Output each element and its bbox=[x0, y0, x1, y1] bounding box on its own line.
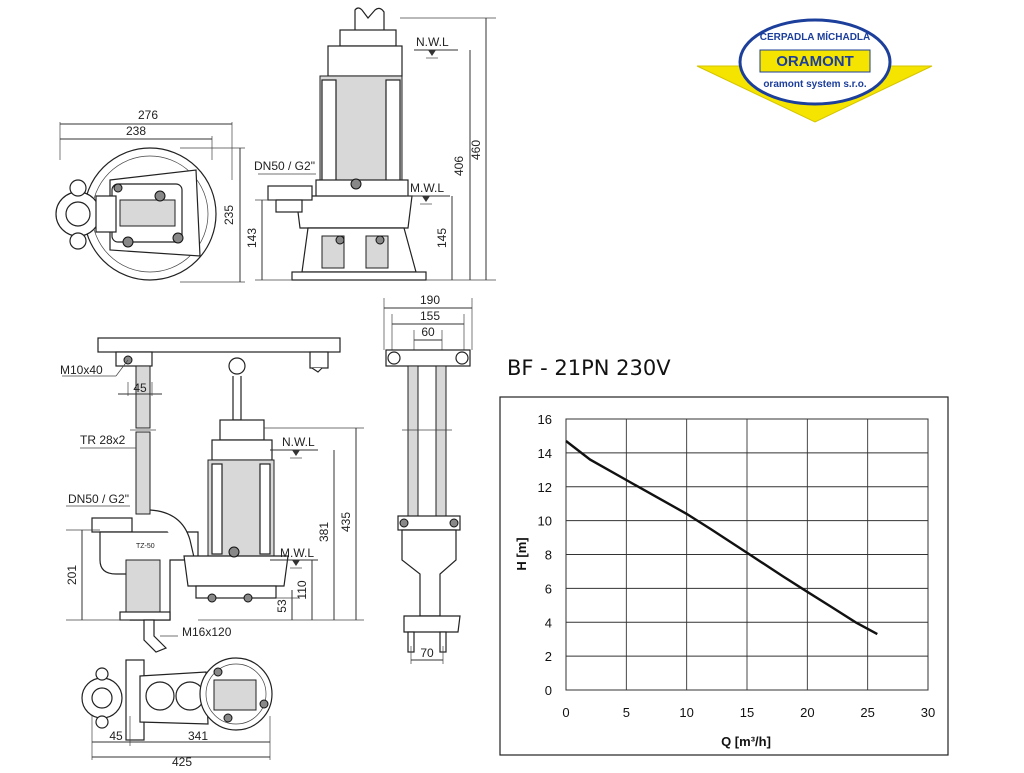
dim-145: 145 bbox=[435, 228, 449, 248]
top-view: 276 238 235 bbox=[55, 108, 245, 283]
x-tick-label: 10 bbox=[679, 705, 693, 720]
rail-mwl-label: M.W.L bbox=[280, 546, 314, 560]
dim-238: 238 bbox=[126, 124, 146, 138]
y-tick-label: 0 bbox=[545, 683, 552, 698]
rail-tr-label: TR 28x2 bbox=[80, 433, 126, 447]
rail-m10-label: M10x40 bbox=[60, 363, 103, 377]
dim-plan-45: 45 bbox=[109, 729, 123, 743]
rail-m16-label: M16x120 bbox=[182, 625, 232, 639]
side-nwl-label: N.W.L bbox=[416, 35, 449, 49]
x-tick-label: 20 bbox=[800, 705, 814, 720]
oramont-logo: ČERPADLA MÍCHADLA ORAMONT oramont system… bbox=[696, 18, 933, 123]
dim-276: 276 bbox=[138, 108, 158, 122]
dim-190: 190 bbox=[420, 293, 440, 307]
y-tick-label: 6 bbox=[545, 581, 552, 596]
performance-chart: 0 5 10 15 20 25 30 0 2 4 6 8 10 12 14 16 Q [m³/h] H [m] bbox=[499, 396, 949, 756]
dim-435: 435 bbox=[339, 512, 353, 532]
side-dn-label: DN50 / G2" bbox=[254, 159, 315, 173]
side-mwl-label: M.W.L bbox=[410, 181, 444, 195]
x-axis-label: Q [m³/h] bbox=[721, 734, 771, 749]
dim-53: 53 bbox=[275, 599, 289, 613]
x-tick-label: 30 bbox=[921, 705, 935, 720]
dim-rail-45: 45 bbox=[133, 381, 147, 395]
rail-dn-label: DN50 / G2" bbox=[68, 492, 129, 506]
dim-235: 235 bbox=[222, 205, 236, 225]
dim-460: 460 bbox=[469, 140, 483, 160]
y-tick-label: 12 bbox=[538, 480, 552, 495]
logo-bottom-text: oramont system s.r.o. bbox=[763, 79, 867, 90]
chart-title: BF - 21PN 230V bbox=[507, 356, 671, 380]
dim-70: 70 bbox=[420, 646, 434, 660]
dim-110: 110 bbox=[295, 580, 309, 599]
x-tick-label: 15 bbox=[740, 705, 754, 720]
dim-60: 60 bbox=[421, 325, 435, 339]
y-tick-label: 14 bbox=[538, 446, 552, 461]
dim-425: 425 bbox=[172, 755, 192, 768]
x-tick-label: 25 bbox=[860, 705, 874, 720]
chart-tick-labels: 0 5 10 15 20 25 30 0 2 4 6 8 10 12 14 16 bbox=[538, 412, 936, 720]
y-tick-label: 8 bbox=[545, 548, 552, 563]
logo-top-text: ČERPADLA MÍCHADLA bbox=[760, 30, 871, 43]
y-tick-label: 10 bbox=[538, 514, 552, 529]
series-line-h-q bbox=[565, 440, 878, 636]
dim-341: 341 bbox=[188, 729, 208, 743]
chart-grid bbox=[565, 418, 929, 691]
side-view: N.W.L M.W.L DN50 / G2" 460 406 145 143 bbox=[245, 7, 496, 281]
end-view: 190 155 60 70 bbox=[383, 293, 473, 664]
rail-nwl-label: N.W.L bbox=[282, 435, 315, 449]
dim-406: 406 bbox=[452, 156, 466, 176]
x-tick-label: 5 bbox=[623, 705, 630, 720]
dim-155: 155 bbox=[420, 309, 440, 323]
x-tick-label: 0 bbox=[562, 705, 569, 720]
logo-brand: ORAMONT bbox=[776, 53, 854, 70]
y-axis-label: H [m] bbox=[514, 537, 529, 570]
rail-plan-view: 45 341 425 bbox=[81, 657, 273, 769]
dim-143: 143 bbox=[245, 228, 259, 248]
y-tick-label: 4 bbox=[545, 615, 552, 630]
y-tick-label: 2 bbox=[545, 649, 552, 664]
chart-frame bbox=[499, 396, 949, 756]
dim-201: 201 bbox=[65, 565, 79, 585]
svg-text:TZ-50: TZ-50 bbox=[136, 543, 155, 550]
y-tick-label: 16 bbox=[538, 412, 552, 427]
dim-381: 381 bbox=[317, 522, 331, 542]
rail-view: TZ-50 M10x40 45 TR 28x2 DN50 / G2" M16x1… bbox=[60, 337, 364, 653]
